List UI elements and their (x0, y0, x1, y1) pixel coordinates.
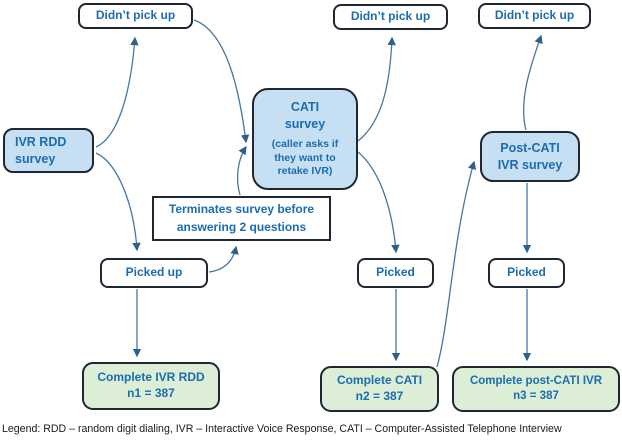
node-picked-cati: Picked (357, 258, 434, 288)
arrow-didnt-pick-up-1-to-cati (193, 19, 250, 144)
node-note: (caller asks if they want to retake IVR) (271, 138, 339, 178)
node-label: Picked (376, 265, 415, 280)
node-terminates-survey: Terminates survey before answering 2 que… (152, 196, 331, 241)
node-label-line: Post-CATI (500, 141, 560, 155)
node-label: Didn’t pick up (350, 9, 431, 24)
node-count: n3 = 387 (513, 390, 559, 402)
node-title-line: CATI (290, 100, 320, 115)
arrow-complete-cati-to-post-cati (436, 160, 477, 368)
node-didnt-pick-up-2: Didn’t pick up (333, 4, 448, 30)
node-count: n2 = 387 (355, 389, 404, 403)
node-label-line: Complete CATI (336, 373, 423, 388)
arrow-ivr-to-didnt-pick-up-1 (95, 36, 139, 148)
node-label-line: survey (15, 151, 56, 166)
node-label-line: IVR RDD (15, 135, 67, 149)
node-label: Picked up (125, 265, 183, 280)
node-label-line: Complete IVR RDD (97, 370, 205, 385)
node-complete-cati: Complete CATI n2 = 387 (320, 366, 439, 412)
node-label-line: IVR survey (497, 157, 563, 172)
node-label: Picked (507, 265, 546, 280)
node-picked-up: Picked up (100, 258, 208, 288)
node-title-line: survey (284, 116, 326, 131)
node-didnt-pick-up-3: Didn’t pick up (478, 3, 591, 29)
arrow-cati-to-didnt-pick-up-2 (357, 36, 396, 142)
arrow-terminates-to-cati (236, 145, 247, 196)
node-picked-post: Picked (488, 258, 565, 288)
node-post-cati-ivr-survey: Post-CATI IVR survey (480, 131, 580, 182)
node-label: Didn’t pick up (494, 8, 575, 23)
node-ivr-rdd-survey: IVR RDD survey (3, 128, 94, 173)
arrow-post-cati-to-didnt-pick-up-3 (522, 34, 543, 131)
node-didnt-pick-up-1: Didn’t pick up (78, 3, 193, 29)
arrow-ivr-to-picked-up (95, 152, 141, 252)
arrow-picked-up-to-terminates (208, 245, 239, 273)
node-label: Terminates survey before answering 2 que… (168, 202, 315, 234)
node-label-line: Complete post-CATI IVR (469, 374, 603, 387)
node-count: n1 = 387 (127, 386, 175, 400)
legend-text: Legend: RDD – random digit dialing, IVR … (2, 423, 562, 435)
node-complete-ivr-rdd: Complete IVR RDD n1 = 387 (82, 362, 220, 410)
arrow-cati-to-picked-mid (357, 151, 400, 254)
node-label: Didn’t pick up (95, 8, 176, 23)
node-complete-post-cati: Complete post-CATI IVR n3 = 387 (452, 366, 620, 412)
node-cati-survey: CATI survey (caller asks if they want to… (252, 88, 358, 190)
